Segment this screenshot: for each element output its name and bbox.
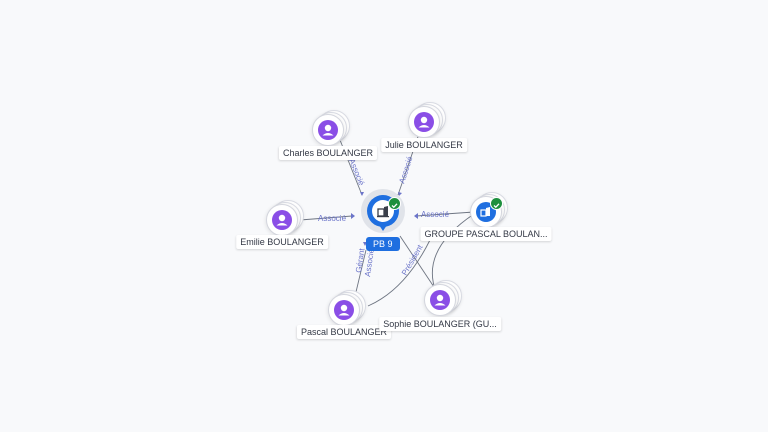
center-node-tag[interactable]: PB 9 — [366, 237, 400, 251]
node-disc — [424, 284, 456, 316]
edge-label-julie: Associé — [397, 155, 414, 185]
node-label-julie[interactable]: Julie BOULANGER — [381, 138, 467, 152]
edge-groupe-sophie — [432, 213, 475, 293]
edge-label-sophie: Président — [400, 243, 425, 277]
edge-label-groupe: Associé — [421, 210, 450, 219]
edge-charles — [337, 134, 363, 196]
arrow-emilie — [351, 213, 355, 219]
edge-pascal-gerant — [355, 249, 367, 293]
center-pin-tail — [377, 222, 389, 231]
edge-pascal-associe — [367, 239, 431, 307]
node-label-sophie[interactable]: Sophie BOULANGER (GU... — [379, 317, 501, 331]
node-disc — [266, 204, 298, 236]
arrow-julie — [398, 192, 402, 196]
person-icon — [334, 300, 354, 320]
edge-label-charles: Associé — [347, 157, 366, 187]
node-label-emilie[interactable]: Emilie BOULANGER — [236, 235, 328, 249]
edge-label-emilie: Associé — [318, 214, 347, 223]
node-disc — [328, 294, 360, 326]
edge-groupe — [415, 211, 475, 217]
node-label-pascal[interactable]: Pascal BOULANGER — [296, 325, 392, 339]
edge-emilie — [299, 215, 353, 221]
verified-check-icon — [388, 197, 401, 210]
edge-label-pascal-gerant: Gérant — [354, 247, 366, 273]
arrow-charles — [360, 192, 364, 196]
arrow-groupe — [414, 213, 418, 219]
person-icon — [272, 210, 292, 230]
node-disc — [312, 114, 344, 146]
person-icon — [430, 290, 450, 310]
node-label-groupe[interactable]: GROUPE PASCAL BOULAN... — [420, 227, 552, 241]
node-label-charles[interactable]: Charles BOULANGER — [278, 146, 378, 160]
person-icon — [318, 120, 338, 140]
person-icon — [414, 112, 434, 132]
edge-sophie — [399, 235, 437, 291]
node-disc — [408, 106, 440, 138]
verified-check-icon — [490, 197, 503, 210]
edge-label-pascal-associe: Associé — [363, 248, 376, 278]
